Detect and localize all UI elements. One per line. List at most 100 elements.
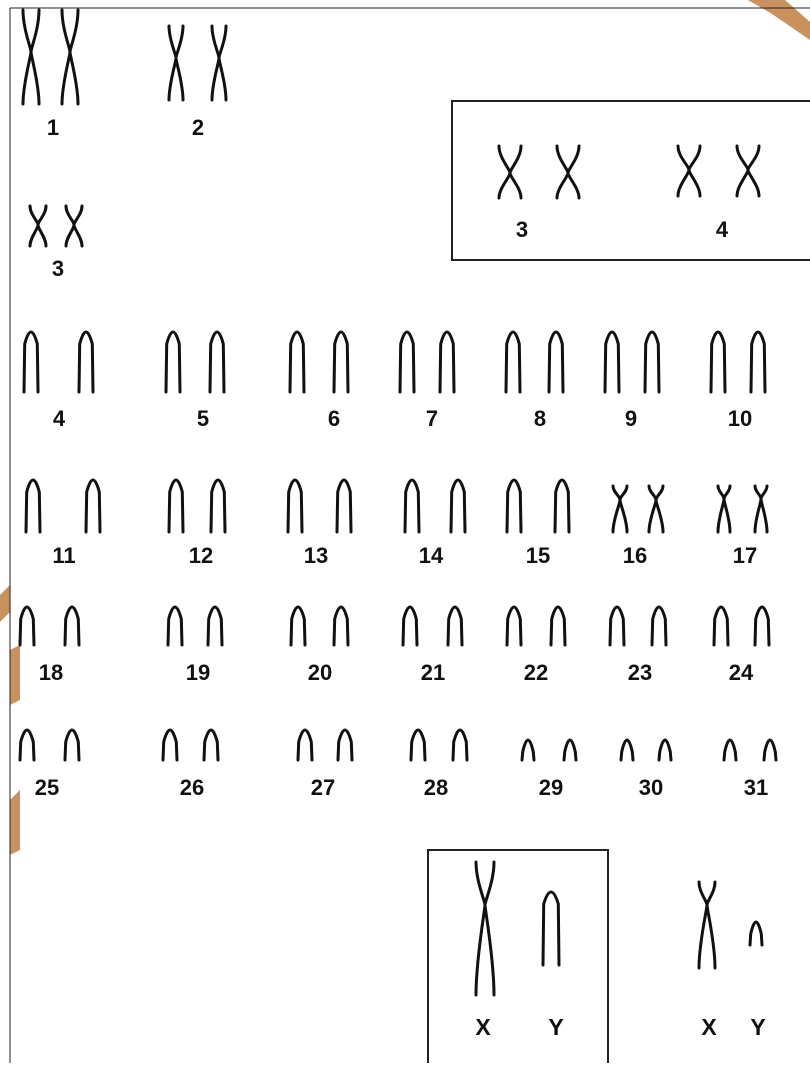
chromosome-30: [659, 740, 671, 760]
chromosome-31: [724, 740, 736, 760]
x-chromosome-outside: [699, 882, 707, 968]
chromosome-25: [20, 730, 34, 760]
pair-label-2: 2: [192, 115, 204, 140]
inset-chromosome-3: [557, 146, 568, 198]
chromosome-19: [208, 607, 222, 645]
chromosome-22: [507, 607, 521, 645]
pair-label-10: 10: [728, 406, 752, 431]
chromosome-17: [724, 486, 730, 532]
chromosome-13: [288, 480, 302, 532]
chromosome-1: [23, 10, 31, 104]
inset-chromosome-4: [689, 146, 700, 196]
x-chromosome: [485, 862, 494, 995]
chromosome-14: [451, 480, 465, 532]
chromosome-5: [166, 332, 180, 392]
chromosome-8: [506, 332, 520, 392]
chromosome-31: [764, 740, 776, 760]
chromosome-2: [219, 26, 226, 100]
chromosome-23: [610, 607, 624, 645]
chromosome-19: [168, 607, 182, 645]
chromosome-2: [176, 26, 183, 100]
pair-label-25: 25: [35, 775, 59, 800]
chromosome-28: [453, 730, 467, 760]
chromosome-17: [761, 486, 767, 532]
chromosome-12: [211, 480, 225, 532]
pair-label-18: 18: [39, 660, 63, 685]
sex-chromosome-box: [428, 850, 608, 1063]
edge-decoration: [10, 645, 20, 705]
pair-label-15: 15: [526, 543, 550, 568]
pair-label-20: 20: [308, 660, 332, 685]
pair-labels: 1 2 3 4 5 6 7 8 9 10 11 12 13 14 15 16 1…: [35, 115, 768, 1040]
pair-label-6: 6: [328, 406, 340, 431]
chromosome-17: [755, 486, 761, 532]
inset-chromosome-3: [568, 146, 579, 198]
pair-label-24: 24: [729, 660, 754, 685]
sex-outside-x-label: X: [701, 1014, 717, 1040]
chromosome-layer: [20, 10, 776, 995]
chromosome-16: [620, 486, 627, 532]
chromosome-2: [169, 26, 176, 100]
chromosome-6: [290, 332, 304, 392]
chromosome-11: [86, 480, 100, 532]
chromosome-1: [31, 10, 39, 104]
pair-label-14: 14: [419, 543, 444, 568]
chromosome-3: [38, 206, 46, 246]
pair-label-8: 8: [534, 406, 546, 431]
chromosome-8: [549, 332, 563, 392]
edge-decoration: [0, 585, 10, 622]
sex-box-x-label: X: [475, 1014, 491, 1040]
chromosome-15: [555, 480, 569, 532]
inset-chromosome-4: [748, 146, 759, 196]
sex-box-y-label: Y: [548, 1014, 563, 1040]
inset-label-4: 4: [716, 217, 729, 242]
inset-chromosome-3: [499, 146, 510, 198]
chromosome-24: [755, 607, 769, 645]
pair-label-5: 5: [197, 406, 209, 431]
chromosome-13: [337, 480, 351, 532]
chromosome-5: [210, 332, 224, 392]
chromosome-25: [65, 730, 79, 760]
chromosome-27: [298, 730, 312, 760]
chromosome-21: [403, 607, 417, 645]
pair-label-23: 23: [628, 660, 652, 685]
pair-label-1: 1: [47, 115, 59, 140]
chromosome-14: [405, 480, 419, 532]
chromosome-15: [507, 480, 521, 532]
pair-label-7: 7: [426, 406, 438, 431]
pair-label-19: 19: [186, 660, 210, 685]
pair-label-22: 22: [524, 660, 548, 685]
pair-label-9: 9: [625, 406, 637, 431]
pair-label-16: 16: [623, 543, 647, 568]
chromosome-9: [605, 332, 619, 392]
chromosome-16: [613, 486, 620, 532]
chromosome-11: [26, 480, 40, 532]
chromosome-24: [714, 607, 728, 645]
pair-label-21: 21: [421, 660, 445, 685]
chromosome-30: [621, 740, 633, 760]
x-chromosome: [476, 862, 485, 995]
inset-chromosome-3: [510, 146, 521, 198]
chromosome-27: [338, 730, 352, 760]
sex-outside-y-label: Y: [750, 1014, 765, 1040]
chromosome-18: [20, 607, 34, 645]
chromosome-29: [564, 740, 576, 760]
chromosome-16: [656, 486, 663, 532]
chromosome-10: [711, 332, 725, 392]
pair-label-12: 12: [189, 543, 213, 568]
chromosome-12: [169, 480, 183, 532]
chromosome-29: [522, 740, 534, 760]
chromosome-26: [204, 730, 218, 760]
inset-label-3: 3: [516, 217, 528, 242]
pair-label-17: 17: [733, 543, 757, 568]
chromosome-1: [70, 10, 78, 104]
chromosome-18: [65, 607, 79, 645]
pair-label-31: 31: [744, 775, 768, 800]
chromosome-3: [74, 206, 82, 246]
chromosome-28: [411, 730, 425, 760]
y-chromosome-outside: [750, 922, 762, 945]
pair-label-28: 28: [424, 775, 448, 800]
chromosome-20: [334, 607, 348, 645]
